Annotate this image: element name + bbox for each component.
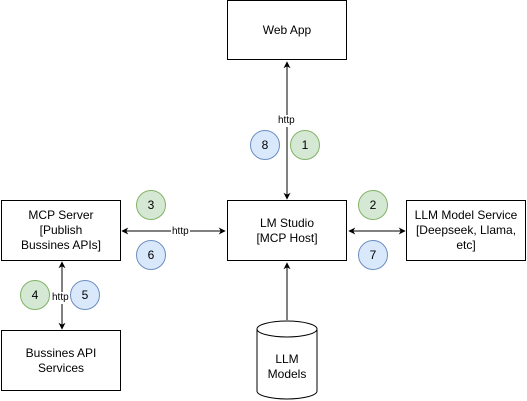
lm-studio-box: LM Studio [MCP Host] [227,200,347,261]
business-api-label: Bussines API Services [25,345,97,375]
llm-models-label: LLM Models [267,352,307,381]
mcp-server-label: MCP Server [Publish Bussines APIs] [20,208,102,252]
llm-service-label: LLM Model Service [Deepseek, Llama, etc] [414,208,518,252]
llm-service-box: LLM Model Service [Deepseek, Llama, etc] [406,200,526,261]
mcp-server-box: MCP Server [Publish Bussines APIs] [1,200,121,261]
step-1-badge: 1 [290,130,320,160]
step-7-badge: 7 [358,240,388,270]
business-api-box: Bussines API Services [1,330,121,391]
step-3-badge: 3 [136,190,166,220]
step-6-badge: 6 [136,240,166,270]
web-app-label: Web App [262,22,312,37]
edge-label-mcp-lm: http [171,226,190,238]
step-5-badge: 5 [70,280,100,310]
step-8-badge: 8 [250,130,280,160]
edge-label-mcp-business: http [51,292,70,304]
lm-studio-label: LM Studio [MCP Host] [256,215,318,245]
edge-label-web-lm: http [277,115,296,127]
step-2-badge: 2 [358,190,388,220]
llm-models-cylinder [256,320,318,400]
step-4-badge: 4 [20,280,50,310]
web-app-box: Web App [227,0,347,60]
